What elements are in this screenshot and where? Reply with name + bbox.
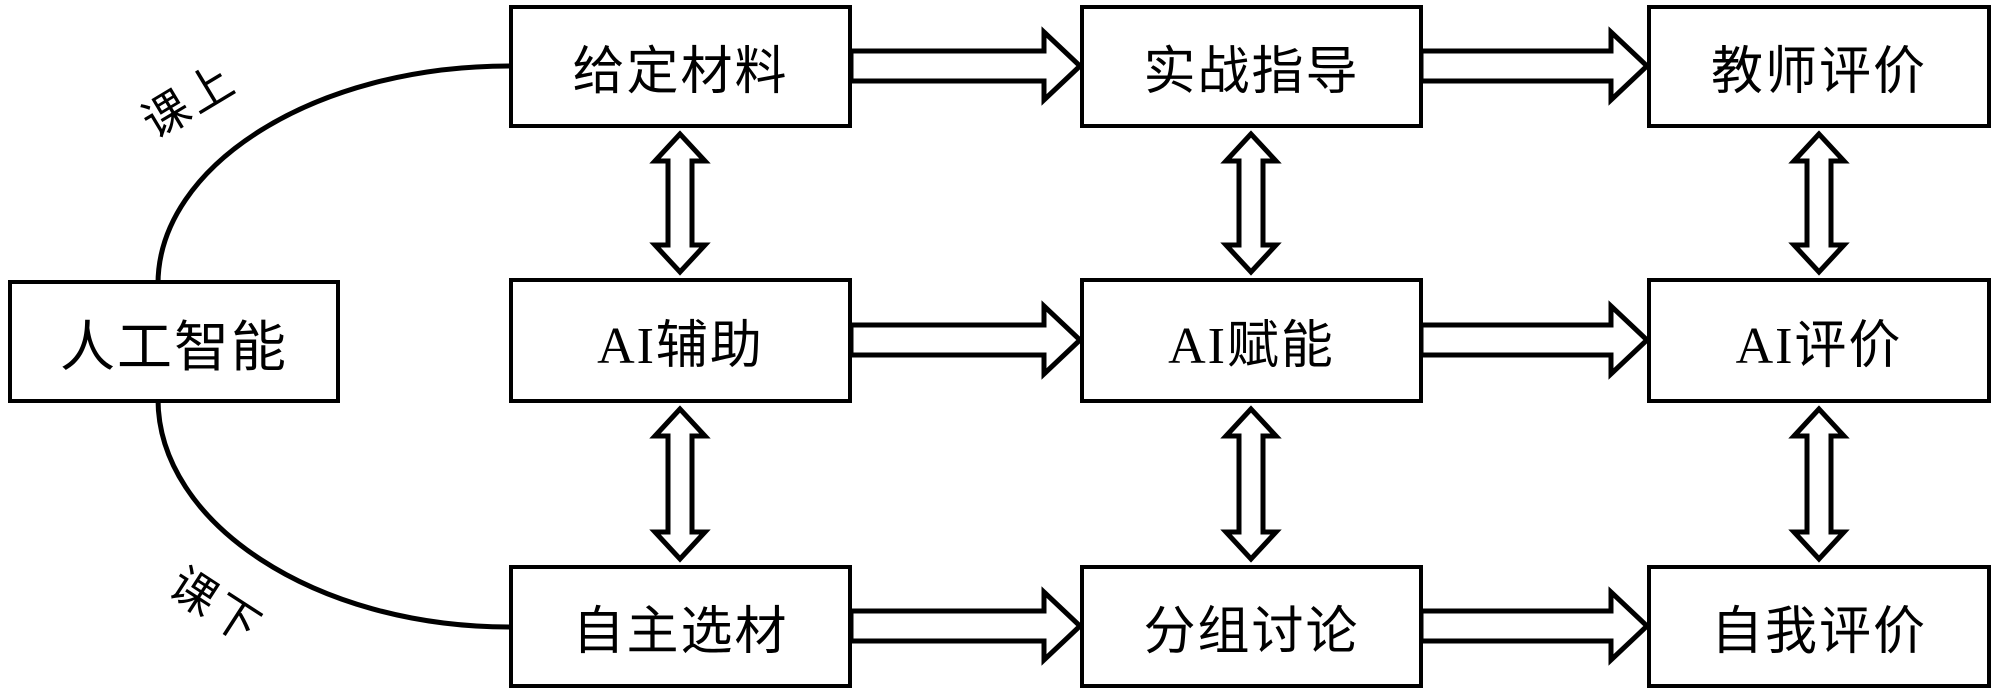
node-ai-empowerment: AI赋能 (1080, 278, 1423, 403)
node-ai-assistance: AI辅助 (509, 278, 852, 403)
arrow-right-row2-col1-col2 (848, 300, 1084, 380)
arrow-right-row3-col1-col2 (848, 586, 1084, 666)
arrow-vertical-col1-row2-row3 (649, 405, 711, 563)
arrow-vertical-col3-row2-row3 (1788, 405, 1850, 563)
arrow-right-row2-col2-col3 (1418, 300, 1651, 380)
curve-in-class (155, 63, 510, 285)
arrow-right-row3-col2-col3 (1418, 586, 1651, 666)
curve-after-class (155, 398, 510, 630)
node-teacher-evaluation: 教师评价 (1647, 5, 1991, 128)
node-self-selected-materials: 自主选材 (509, 565, 852, 688)
node-practical-guidance: 实战指导 (1080, 5, 1423, 128)
arrow-vertical-col3-row1-row2 (1788, 130, 1850, 276)
node-artificial-intelligence: 人工智能 (8, 280, 340, 403)
node-given-materials: 给定材料 (509, 5, 852, 128)
arrow-vertical-col1-row1-row2 (649, 130, 711, 276)
arrow-vertical-col2-row2-row3 (1220, 405, 1282, 563)
node-ai-evaluation: AI评价 (1647, 278, 1991, 403)
node-self-evaluation: 自我评价 (1647, 565, 1991, 688)
arrow-right-row1-col1-col2 (848, 26, 1084, 106)
arrow-vertical-col2-row1-row2 (1220, 130, 1282, 276)
arrow-right-row1-col2-col3 (1418, 26, 1651, 106)
node-group-discussion: 分组讨论 (1080, 565, 1423, 688)
